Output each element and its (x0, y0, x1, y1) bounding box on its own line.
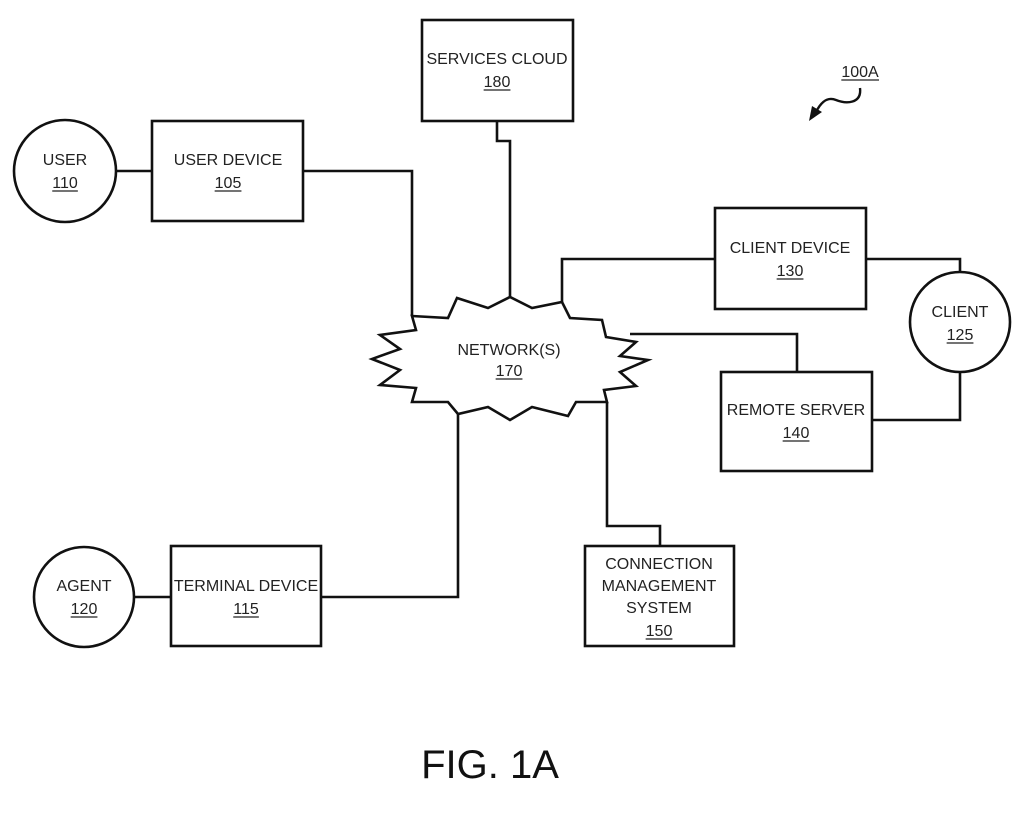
user-ref: 110 (52, 175, 78, 192)
client-circle (908, 270, 1012, 374)
connectors (116, 121, 962, 599)
edge-clientdevice-network (560, 257, 715, 302)
agent-label: AGENT (56, 578, 111, 595)
node-client-device: CLIENT DEVICE 130 (713, 206, 868, 311)
terminal-device-label: TERMINAL DEVICE (174, 578, 318, 595)
user-device-label: USER DEVICE (174, 152, 282, 169)
figure-reference: 100A (809, 64, 880, 121)
user-circle (12, 118, 118, 224)
figure-ref-label: 100A (841, 64, 879, 81)
cms-ref: 150 (646, 623, 673, 640)
edge-servicescloud-network (495, 121, 512, 297)
network-label: NETWORK(S) (457, 342, 560, 359)
node-terminal-device: TERMINAL DEVICE 115 (169, 544, 323, 648)
arrowhead-icon (809, 106, 822, 121)
node-network: NETWORK(S) 170 (368, 295, 653, 422)
node-user-device: USER DEVICE 105 (150, 119, 305, 223)
cms-box (583, 544, 736, 648)
network-cloud-shape (368, 295, 653, 422)
cms-label-line-2: MANAGEMENT (602, 578, 717, 595)
reference-arrow-icon (814, 87, 862, 113)
client-device-box (713, 206, 868, 311)
cms-label-line-1: CONNECTION (605, 556, 713, 573)
services-cloud-box (420, 18, 575, 123)
cms-label-line-3: SYSTEM (626, 600, 692, 617)
services-cloud-ref: 180 (484, 74, 511, 91)
user-device-ref: 105 (215, 175, 242, 192)
client-label: CLIENT (932, 304, 989, 321)
edge-cms-network (605, 402, 662, 546)
remote-server-ref: 140 (783, 425, 810, 442)
agent-ref: 120 (71, 601, 98, 618)
services-cloud-label: SERVICES CLOUD (426, 51, 567, 68)
edge-clientdevice-client (866, 257, 962, 272)
terminal-device-ref: 115 (233, 601, 259, 618)
node-user: USER 110 (12, 118, 118, 224)
node-client: CLIENT 125 (908, 270, 1012, 374)
edge-remoteserver-network (630, 332, 799, 372)
remote-server-box (719, 370, 874, 473)
node-connection-management-system: CONNECTION MANAGEMENT SYSTEM 150 (583, 544, 736, 648)
client-ref: 125 (947, 327, 974, 344)
node-agent: AGENT 120 (32, 545, 136, 649)
client-device-ref: 130 (777, 263, 804, 280)
edge-terminaldevice-network (321, 414, 460, 599)
terminal-device-box (169, 544, 323, 648)
agent-circle (32, 545, 136, 649)
user-device-box (150, 119, 305, 223)
client-device-label: CLIENT DEVICE (730, 240, 851, 257)
node-services-cloud: SERVICES CLOUD 180 (420, 18, 575, 123)
edge-client-remoteserver (872, 372, 962, 422)
node-remote-server: REMOTE SERVER 140 (719, 370, 874, 473)
figure-caption: FIG. 1A (421, 743, 559, 787)
remote-server-label: REMOTE SERVER (727, 402, 865, 419)
user-label: USER (43, 152, 87, 169)
edge-userdevice-network (303, 169, 414, 316)
network-ref: 170 (496, 363, 523, 380)
